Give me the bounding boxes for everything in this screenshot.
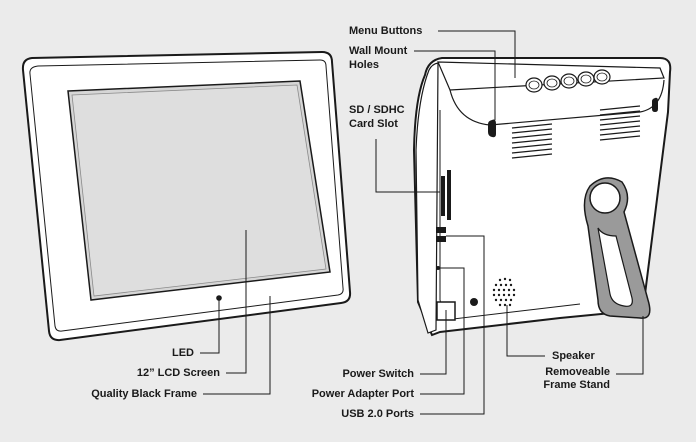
- label-usb-ports: USB 2.0 Ports: [341, 408, 414, 420]
- back-frame: [412, 57, 672, 337]
- label-speaker: Speaker: [552, 350, 595, 362]
- callout-lines: [200, 30, 644, 415]
- label-menu-buttons: Menu Buttons: [349, 25, 423, 37]
- label-power-switch: Power Switch: [342, 368, 414, 380]
- menu-buttons: [525, 69, 611, 93]
- label-quality-frame: Quality Black Frame: [91, 388, 197, 400]
- wall-hole-left: [488, 119, 496, 138]
- label-wall-mount-line1: Wall Mount: [349, 45, 408, 57]
- speaker-grille: [492, 277, 516, 307]
- led-dot: [216, 295, 222, 301]
- label-sd-slot-line2: Card Slot: [349, 118, 398, 130]
- label-stand-line1: Removeable: [545, 366, 610, 378]
- front-frame: [21, 50, 352, 342]
- label-sd-slot-line1: SD / SDHC: [349, 104, 405, 116]
- label-power-adapter: Power Adapter Port: [311, 388, 414, 400]
- label-stand-line2: Frame Stand: [543, 379, 610, 391]
- wall-hole-right: [652, 97, 658, 112]
- frame-stand: [583, 177, 651, 319]
- label-led: LED: [172, 347, 194, 359]
- label-wall-mount-line2: Holes: [349, 59, 379, 71]
- vents: [511, 105, 641, 159]
- label-lcd-screen: 12” LCD Screen: [136, 367, 220, 379]
